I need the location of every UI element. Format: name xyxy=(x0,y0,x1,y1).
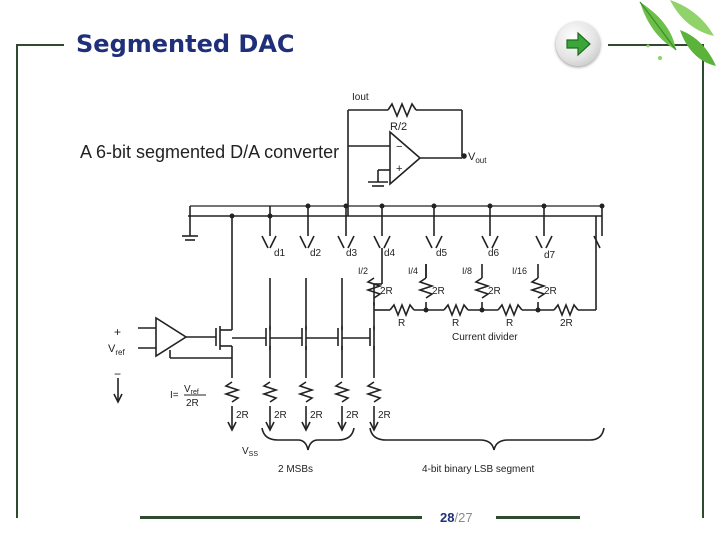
switch-d1: d1 xyxy=(274,248,286,259)
switch-d7: d7 xyxy=(544,250,556,261)
divider-shunt-2: 2R xyxy=(432,286,445,297)
divider-series-2: R xyxy=(452,318,459,329)
vss-label: VSS xyxy=(242,446,258,458)
divider-series-4: 2R xyxy=(560,318,573,329)
vref-label: Vref xyxy=(108,343,125,357)
switch-d3: d3 xyxy=(346,248,358,259)
msb-label: 2 MSBs xyxy=(278,464,313,475)
green-right-arrow-icon xyxy=(566,31,591,57)
current-i4: I/4 xyxy=(408,266,418,276)
switch-d5: d5 xyxy=(436,248,448,259)
current-equation-numerator: Vref xyxy=(184,384,199,396)
current-i8: I/8 xyxy=(462,266,472,276)
slide-title: Segmented DAC xyxy=(76,30,295,58)
next-slide-button[interactable] xyxy=(556,22,600,66)
feedback-resistor-label: R/2 xyxy=(390,121,407,133)
bottom-resistor-5: 2R xyxy=(378,410,391,421)
lsb-label: 4-bit binary LSB segment xyxy=(422,464,535,475)
opamp-plus: + xyxy=(396,163,402,175)
segmented-dac-diagram: Iout R/2 Vout − + A 6-bit segmented D/A … xyxy=(80,92,605,475)
ref-minus: − xyxy=(114,367,121,381)
divider-shunt-1: 2R xyxy=(380,286,393,297)
page-number: 28/27 xyxy=(440,510,473,525)
current-i2: I/2 xyxy=(358,266,368,276)
bottom-resistor-2: 2R xyxy=(274,410,287,421)
bottom-resistor-4: 2R xyxy=(346,410,359,421)
iout-label: Iout xyxy=(352,92,369,103)
bottom-resistor-3: 2R xyxy=(310,410,323,421)
divider-series-1: R xyxy=(398,318,405,329)
frame-bottom-left xyxy=(140,516,422,519)
switch-d6: d6 xyxy=(488,248,500,259)
divider-shunt-3: 2R xyxy=(488,286,501,297)
vout-label: Vout xyxy=(468,151,487,165)
ref-plus: + xyxy=(114,325,121,339)
divider-shunt-4: 2R xyxy=(544,286,557,297)
bottom-resistor-1: 2R xyxy=(236,410,249,421)
frame-right xyxy=(702,44,704,518)
frame-left xyxy=(16,44,18,518)
leaf-decoration xyxy=(639,0,716,66)
current-equation-lhs: I= xyxy=(170,390,179,401)
current-divider-label: Current divider xyxy=(452,332,518,343)
current-i16: I/16 xyxy=(512,266,527,276)
opamp-minus: − xyxy=(396,141,402,153)
frame-top-right xyxy=(608,44,704,46)
frame-top-left xyxy=(18,44,64,46)
frame-bottom-right xyxy=(496,516,580,519)
divider-series-3: R xyxy=(506,318,513,329)
switch-d4: d4 xyxy=(384,248,396,259)
diagram-heading: A 6-bit segmented D/A converter xyxy=(80,142,339,162)
current-equation-denominator: 2R xyxy=(186,398,199,409)
switch-d2: d2 xyxy=(310,248,322,259)
